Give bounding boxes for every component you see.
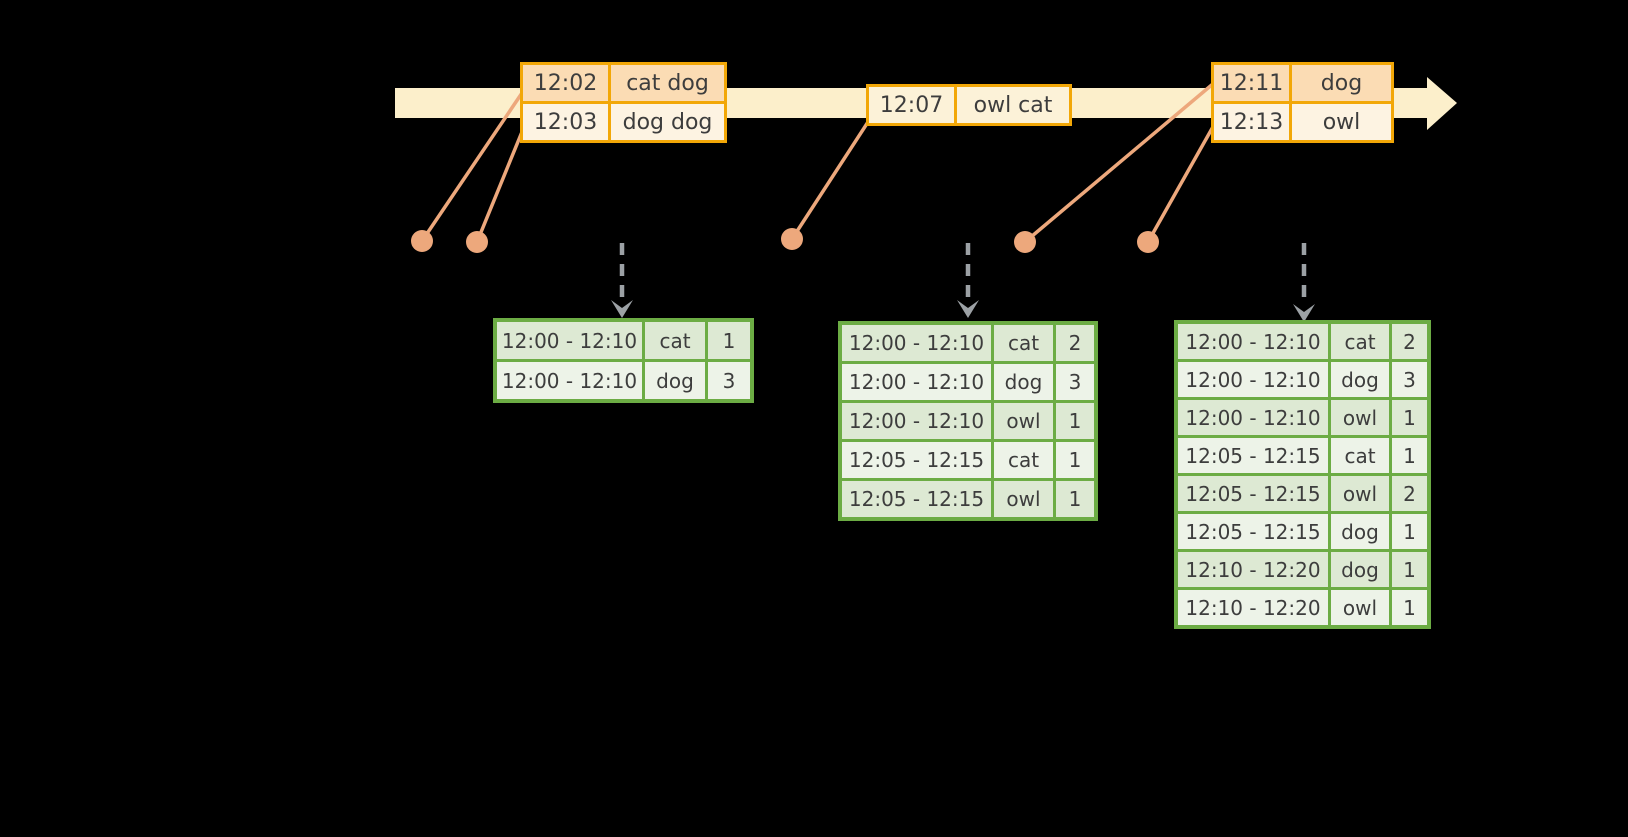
- table-cell: 12:05 - 12:15: [1178, 514, 1328, 549]
- table-cell: 12:00 - 12:10: [842, 325, 991, 361]
- down-arrow-icon: [1293, 304, 1315, 322]
- event-dot: [781, 228, 803, 250]
- table-cell: dog dog: [611, 104, 724, 140]
- table-cell: 12:00 - 12:10: [497, 322, 642, 359]
- table-cell: 2: [1392, 476, 1427, 511]
- table-cell: 12:11: [1214, 65, 1289, 101]
- table-cell: 12:03: [523, 104, 608, 140]
- trigger-arrows: [611, 243, 1315, 322]
- table-cell: dog: [645, 362, 705, 399]
- table-cell: 3: [1056, 364, 1094, 400]
- table-cell: 3: [708, 362, 750, 399]
- table-cell: dog: [1331, 552, 1389, 587]
- event-dot: [1137, 231, 1159, 253]
- table-cell: 12:02: [523, 65, 608, 101]
- table-cell: 1: [1392, 552, 1427, 587]
- table-cell: 12:07: [869, 87, 954, 123]
- table-cell: cat: [1331, 438, 1389, 473]
- table-cell: dog: [994, 364, 1053, 400]
- table-cell: owl: [1331, 590, 1389, 625]
- down-arrow-icon: [957, 300, 979, 318]
- table-cell: owl: [1331, 400, 1389, 435]
- table-cell: 3: [1392, 362, 1427, 397]
- table-cell: owl: [1331, 476, 1389, 511]
- connector-line: [420, 89, 526, 242]
- table-cell: 12:05 - 12:15: [842, 481, 991, 517]
- connector-line: [1146, 124, 1216, 243]
- table-cell: 12:00 - 12:10: [1178, 400, 1328, 435]
- table-cell: 12:00 - 12:10: [842, 364, 991, 400]
- table-cell: 2: [1392, 324, 1427, 359]
- table-cell: 12:13: [1214, 104, 1289, 140]
- table-cell: 1: [1392, 590, 1427, 625]
- table-cell: 1: [1392, 400, 1427, 435]
- connector-line: [475, 126, 526, 243]
- table-cell: 12:00 - 12:10: [1178, 362, 1328, 397]
- table-cell: 12:05 - 12:15: [1178, 476, 1328, 511]
- table-cell: cat: [645, 322, 705, 359]
- table-cell: cat dog: [611, 65, 724, 101]
- table-cell: 2: [1056, 325, 1094, 361]
- event-dot: [466, 231, 488, 253]
- down-arrow-icon: [611, 300, 633, 318]
- table-cell: dog: [1331, 514, 1389, 549]
- table-cell: 1: [1056, 442, 1094, 478]
- table-cell: owl cat: [957, 87, 1069, 123]
- table-cell: cat: [994, 325, 1053, 361]
- table-cell: dog: [1331, 362, 1389, 397]
- event-dots: [411, 228, 1159, 253]
- table-cell: 12:10 - 12:20: [1178, 552, 1328, 587]
- table-cell: 1: [708, 322, 750, 359]
- table-cell: 1: [1056, 481, 1094, 517]
- event-dot: [1014, 231, 1036, 253]
- table-cell: 1: [1392, 438, 1427, 473]
- table-cell: cat: [994, 442, 1053, 478]
- connector-lines: [420, 81, 1216, 244]
- table-cell: cat: [1331, 324, 1389, 359]
- table-cell: 12:00 - 12:10: [1178, 324, 1328, 359]
- connector-line: [1023, 81, 1216, 244]
- table-cell: 12:00 - 12:10: [497, 362, 642, 399]
- table-cell: 12:00 - 12:10: [842, 403, 991, 439]
- connector-line: [790, 121, 870, 240]
- event-dot: [411, 230, 433, 252]
- table-cell: 12:05 - 12:15: [842, 442, 991, 478]
- table-cell: 1: [1056, 403, 1094, 439]
- table-cell: owl: [1292, 104, 1391, 140]
- table-cell: 1: [1392, 514, 1427, 549]
- timeline-arrowhead-icon: [1427, 77, 1457, 130]
- table-cell: owl: [994, 481, 1053, 517]
- table-cell: 12:05 - 12:15: [1178, 438, 1328, 473]
- table-cell: dog: [1292, 65, 1391, 101]
- table-cell: owl: [994, 403, 1053, 439]
- table-cell: 12:10 - 12:20: [1178, 590, 1328, 625]
